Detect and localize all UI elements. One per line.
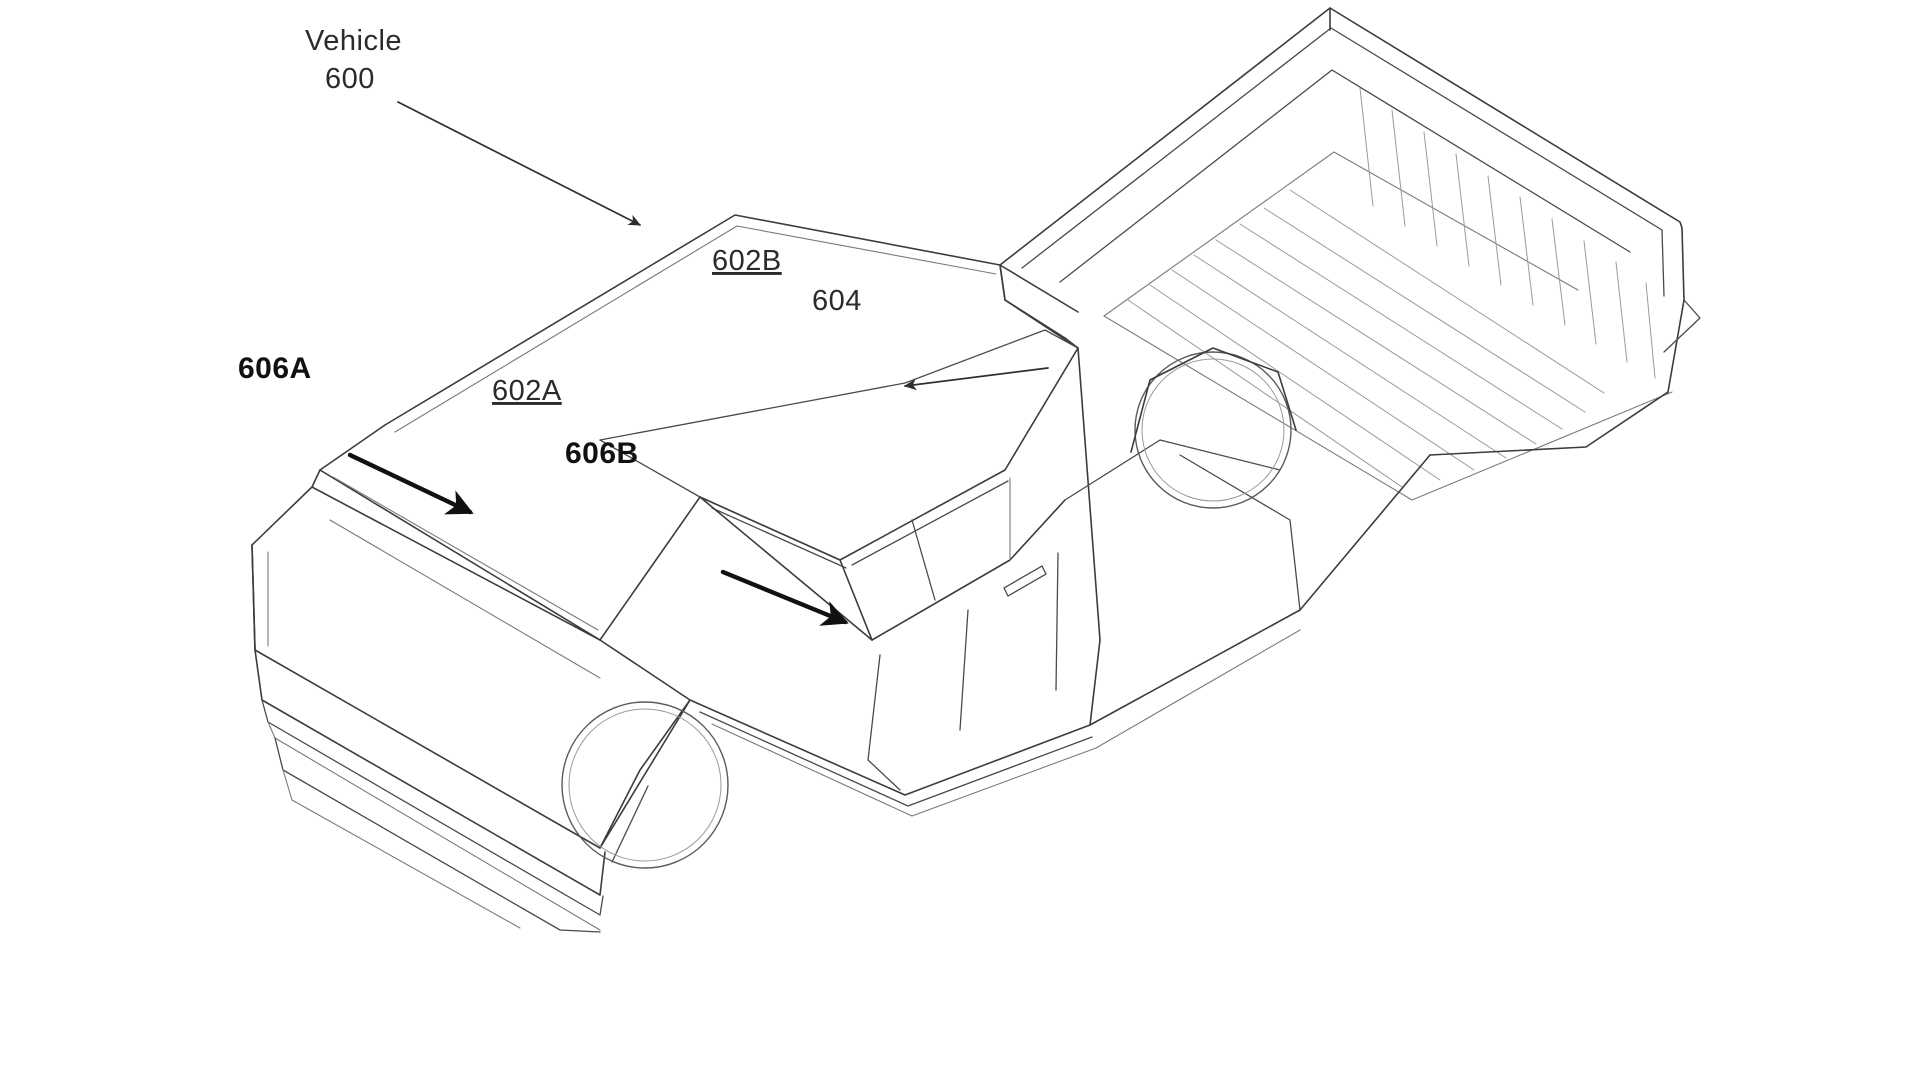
label-606b: 606B xyxy=(565,437,639,470)
leader-606a xyxy=(347,452,474,515)
front-headlight-bar xyxy=(261,699,604,916)
label-602b: 602B xyxy=(712,245,782,277)
greenhouse xyxy=(319,347,1079,641)
front-end xyxy=(251,486,691,933)
leader-606b xyxy=(720,569,849,626)
label-602a: 602A xyxy=(492,375,562,407)
label-606a: 606A xyxy=(238,352,312,385)
front-wheel-inner xyxy=(568,708,722,862)
front-wheel-arch xyxy=(599,699,691,849)
rear-wheel-arch xyxy=(1130,347,1297,453)
door-handle xyxy=(1003,565,1047,597)
label-vehicle-number: 600 xyxy=(325,63,375,95)
rear-wheel xyxy=(1134,351,1292,509)
label-vehicle-title: Vehicle xyxy=(305,25,402,57)
front-wheel xyxy=(561,701,729,869)
leader-vehicle-600 xyxy=(397,101,642,226)
roof-panels xyxy=(311,214,1079,641)
leader-604 xyxy=(903,367,1049,391)
rear-wheel-inner xyxy=(1141,358,1285,502)
bed-wall-ribs xyxy=(1359,87,1656,379)
label-604: 604 xyxy=(812,285,862,317)
lower-front-bumper xyxy=(274,737,601,933)
bed-floor-ribs xyxy=(1127,189,1605,488)
wheels xyxy=(561,347,1297,869)
body-side xyxy=(689,347,1431,817)
